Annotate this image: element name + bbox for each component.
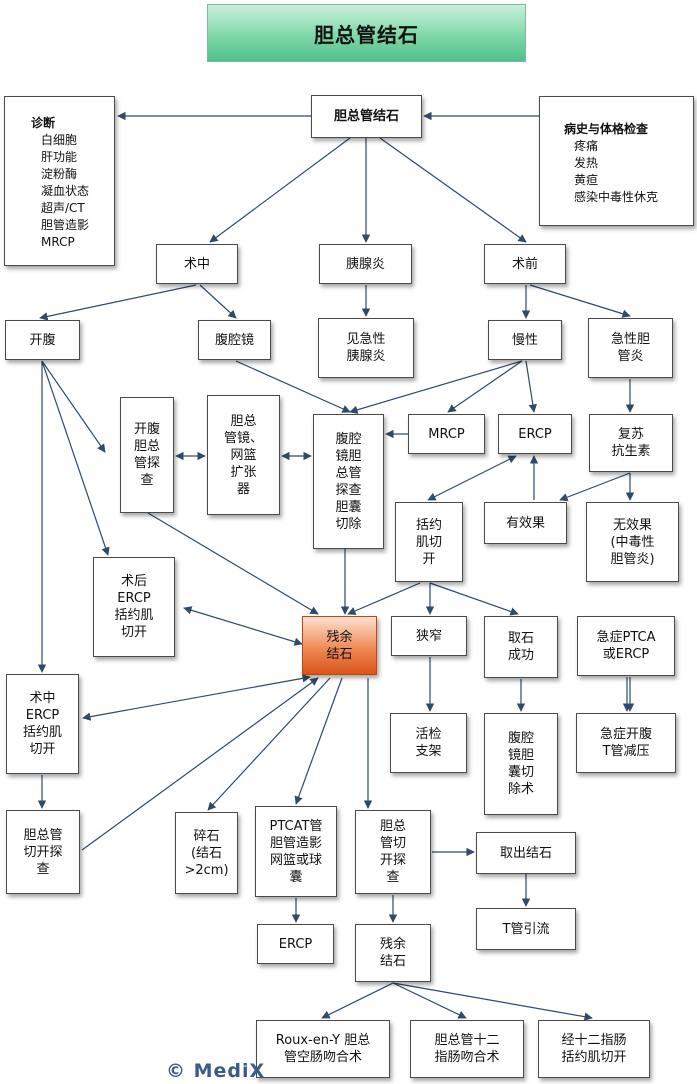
- node-lap-chole: 腹腔 镜胆 囊切 除术: [484, 713, 558, 815]
- node-residual-bottom: 残余 结石: [355, 924, 431, 982]
- node-intraop-ercp: 术中 ERCP 括约肌 切开: [6, 674, 79, 774]
- node-emergency-open: 急症开腹 T管减压: [576, 713, 676, 773]
- connector-arrow: [39, 284, 197, 321]
- node-stricture: 狭窄: [391, 616, 467, 656]
- diagnosis-item: MRCP: [41, 235, 75, 249]
- node-open-cbd-explore: 开腹 胆总 管探 查: [120, 397, 174, 513]
- connector-arrow: [349, 360, 523, 414]
- connector-arrow: [529, 284, 631, 318]
- node-roux: Roux-en-Y 胆总 管空肠吻合术: [256, 1020, 390, 1078]
- node-remove-stone: 取出结石: [476, 832, 576, 874]
- node-cbd-incision-explore: 胆总 管切 开探 查: [355, 810, 431, 894]
- history-heading: 病史与体格检查: [564, 122, 649, 136]
- node-lap-explore: 腹腔 镜胆 总管 探查 胆囊 切除: [313, 414, 384, 549]
- node-laparotomy: 开腹: [5, 320, 80, 360]
- node-root: 胆总管结石: [311, 95, 422, 138]
- history-item: 发热: [574, 156, 599, 170]
- diagnosis-heading: 诊断: [31, 116, 56, 130]
- node-stone-success: 取石 成功: [484, 616, 558, 678]
- node-preop: 术前: [484, 244, 566, 284]
- connector-arrow: [41, 360, 110, 556]
- history-item: 疼痛: [574, 139, 599, 153]
- connector-arrow: [82, 674, 311, 721]
- node-see-acute-pancreatitis: 见急性 胰腺炎: [318, 318, 414, 378]
- node-residual: 残余 结石: [302, 616, 377, 675]
- connector-arrow: [427, 455, 517, 501]
- connector-arrow: [321, 982, 394, 1019]
- watermark-text: © MediX: [166, 1060, 266, 1082]
- connector-arrow: [392, 982, 593, 1021]
- node-resus: 复苏 抗生素: [589, 414, 673, 472]
- connector-arrow: [209, 137, 351, 243]
- node-sphincterotomy: 括约 肌切 开: [395, 502, 463, 582]
- history-item: 黄疸: [574, 173, 599, 187]
- node-biopsy-stent: 活检 支架: [390, 713, 467, 773]
- connector-arrow: [294, 677, 343, 805]
- connector-arrow: [199, 284, 237, 319]
- node-postop-ercp: 术后 ERCP 括约肌 切开: [93, 557, 175, 657]
- node-acute-cholangitis: 急性胆 管炎: [588, 318, 673, 378]
- node-chronic: 慢性: [488, 320, 562, 360]
- node-ptca-ercp: 急症PTCA 或ERCP: [577, 616, 675, 676]
- node-lithotripsy: 碎石 (结石 >2cm): [175, 812, 238, 894]
- node-ercp-bottom: ERCP: [257, 924, 334, 964]
- node-cbd-duodenal: 胆总管十二 指肠吻合术: [410, 1020, 524, 1078]
- node-no-effect: 无效果 (中毒性 胆管炎): [586, 502, 679, 582]
- node-ercp-mid: ERCP: [498, 414, 572, 454]
- connector-arrow: [183, 606, 303, 646]
- connector-arrow: [347, 582, 421, 615]
- diagnosis-item: 白细胞: [41, 133, 78, 147]
- connector-arrow: [379, 137, 527, 243]
- history-item: 感染中毒性休克: [574, 190, 659, 204]
- connector-arrow: [147, 512, 319, 615]
- node-scope-basket: 胆总 管镜、 网篮 扩张 器: [207, 395, 280, 515]
- connector-arrow: [429, 582, 519, 616]
- connector-arrow: [392, 982, 467, 1019]
- node-t-tube: T管引流: [476, 908, 576, 950]
- diagnosis-panel: 诊断 白细胞 肝功能 淀粉酶 凝血状态 超声/CT 胆管造影 MRCP: [4, 96, 115, 266]
- connector-arrow: [41, 360, 106, 453]
- node-pancreatitis: 胰腺炎: [319, 244, 412, 284]
- connector-arrow: [207, 677, 331, 811]
- connector-arrow: [525, 360, 537, 413]
- node-mrcp: MRCP: [408, 414, 485, 454]
- diagnosis-item: 凝血状态: [41, 184, 90, 198]
- diagnosis-item: 淀粉酶: [41, 167, 78, 181]
- node-laparoscope: 腹腔镜: [198, 320, 271, 360]
- diagnosis-item: 超声/CT: [41, 201, 85, 215]
- node-trans-duodenal: 经十二指肠 括约肌切开: [538, 1020, 650, 1078]
- node-effective: 有效果: [484, 502, 567, 544]
- node-intraop: 术中: [156, 244, 238, 284]
- node-cbd-incision-explore-left: 胆总管 切开探 查: [6, 810, 80, 894]
- diagnosis-item: 肝功能: [41, 150, 78, 164]
- connector-arrow: [81, 677, 319, 851]
- connector-arrow: [559, 472, 631, 502]
- connector-arrow: [235, 360, 351, 413]
- node-ptcat: PTCAT管 胆管造影 网篮或球 囊: [255, 806, 337, 897]
- diagnosis-item: 胆管造影: [41, 218, 90, 232]
- page-title: 胆总管结石: [207, 4, 526, 62]
- connector-arrow: [447, 360, 523, 413]
- history-panel: 病史与体格检查 疼痛 发热 黄疸 感染中毒性休克: [539, 96, 694, 226]
